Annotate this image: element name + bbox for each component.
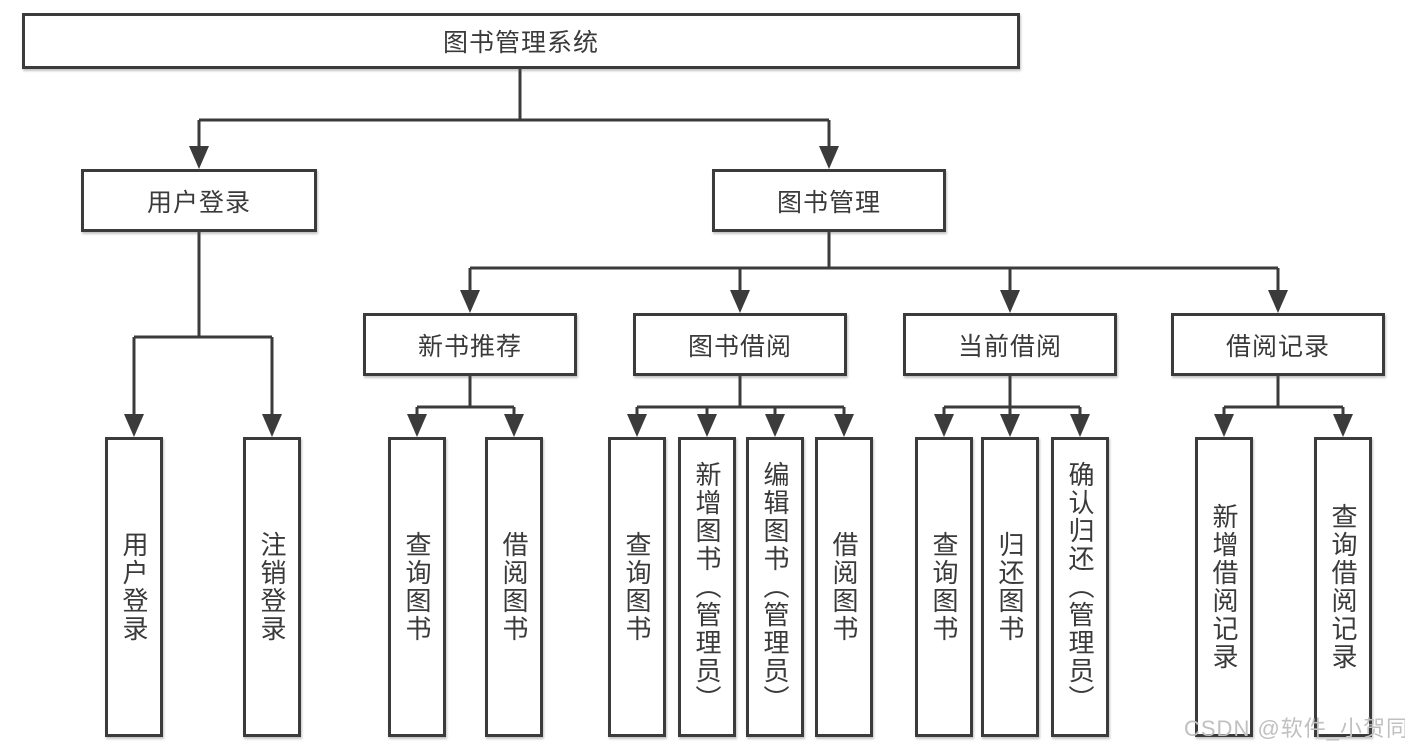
leaf-bb-edit-book-admin: 编辑图书（管理员） — [746, 437, 804, 737]
leaf-nbr-borrow-book-label: 借阅图书 — [499, 531, 529, 643]
connector-borrow-records-children — [1214, 376, 1353, 437]
connector-new-book-recommend-children — [407, 376, 524, 437]
connector-book-management-children — [460, 232, 1288, 313]
leaf-cb-query-book: 查询图书 — [915, 437, 973, 737]
connector-current-borrow-children — [934, 376, 1090, 437]
leaf-nbr-query-book: 查询图书 — [388, 437, 446, 737]
leaf-nbr-borrow-book: 借阅图书 — [485, 437, 543, 737]
connector-user-login-children — [124, 232, 282, 437]
leaf-br-query-record-label: 查询借阅记录 — [1328, 503, 1358, 671]
node-user-login-label: 用户登录 — [146, 188, 251, 217]
node-borrow-records: 借阅记录 — [1171, 313, 1385, 376]
csdn-watermark: CSDN @软件_小贺同学 — [1184, 716, 1405, 741]
leaf-bb-query-book: 查询图书 — [608, 437, 666, 737]
leaf-bb-borrow-book: 借阅图书 — [815, 437, 873, 737]
connector-root-to-level2 — [189, 69, 839, 169]
node-root: 图书管理系统 — [22, 13, 1020, 69]
node-book-management: 图书管理 — [712, 169, 946, 232]
leaf-cb-confirm-return-admin: 确认归还（管理员） — [1051, 437, 1109, 737]
leaf-logout: 注销登录 — [243, 437, 301, 737]
leaf-bb-borrow-book-label: 借阅图书 — [829, 531, 859, 643]
leaf-user-login: 用户登录 — [105, 437, 163, 737]
leaf-nbr-query-book-label: 查询图书 — [402, 531, 432, 643]
leaf-cb-confirm-return-admin-label: 确认归还（管理员） — [1065, 461, 1095, 713]
connector-book-borrow-children — [627, 376, 854, 437]
node-book-borrow: 图书借阅 — [633, 313, 847, 376]
node-current-borrow-label: 当前借阅 — [957, 332, 1062, 361]
leaf-br-add-record-label: 新增借阅记录 — [1209, 503, 1239, 671]
leaf-cb-query-book-label: 查询图书 — [929, 531, 959, 643]
leaf-br-add-record: 新增借阅记录 — [1195, 437, 1253, 737]
node-borrow-records-label: 借阅记录 — [1225, 332, 1330, 361]
node-new-book-recommend: 新书推荐 — [363, 313, 577, 376]
leaf-bb-query-book-label: 查询图书 — [622, 531, 652, 643]
node-user-login: 用户登录 — [81, 169, 317, 232]
node-root-label: 图书管理系统 — [442, 29, 599, 57]
leaf-br-query-record: 查询借阅记录 — [1314, 437, 1372, 737]
leaf-bb-add-book-admin-label: 新增图书（管理员） — [692, 461, 722, 713]
node-new-book-recommend-label: 新书推荐 — [417, 332, 522, 361]
node-current-borrow: 当前借阅 — [903, 313, 1117, 376]
leaf-bb-edit-book-admin-label: 编辑图书（管理员） — [760, 461, 790, 713]
leaf-cb-return-book-label: 归还图书 — [995, 531, 1025, 643]
leaf-bb-add-book-admin: 新增图书（管理员） — [678, 437, 736, 737]
node-book-borrow-label: 图书借阅 — [687, 332, 792, 361]
leaf-user-login-label: 用户登录 — [119, 531, 149, 643]
leaf-logout-label: 注销登录 — [257, 531, 287, 643]
leaf-cb-return-book: 归还图书 — [981, 437, 1039, 737]
node-book-management-label: 图书管理 — [776, 188, 881, 217]
